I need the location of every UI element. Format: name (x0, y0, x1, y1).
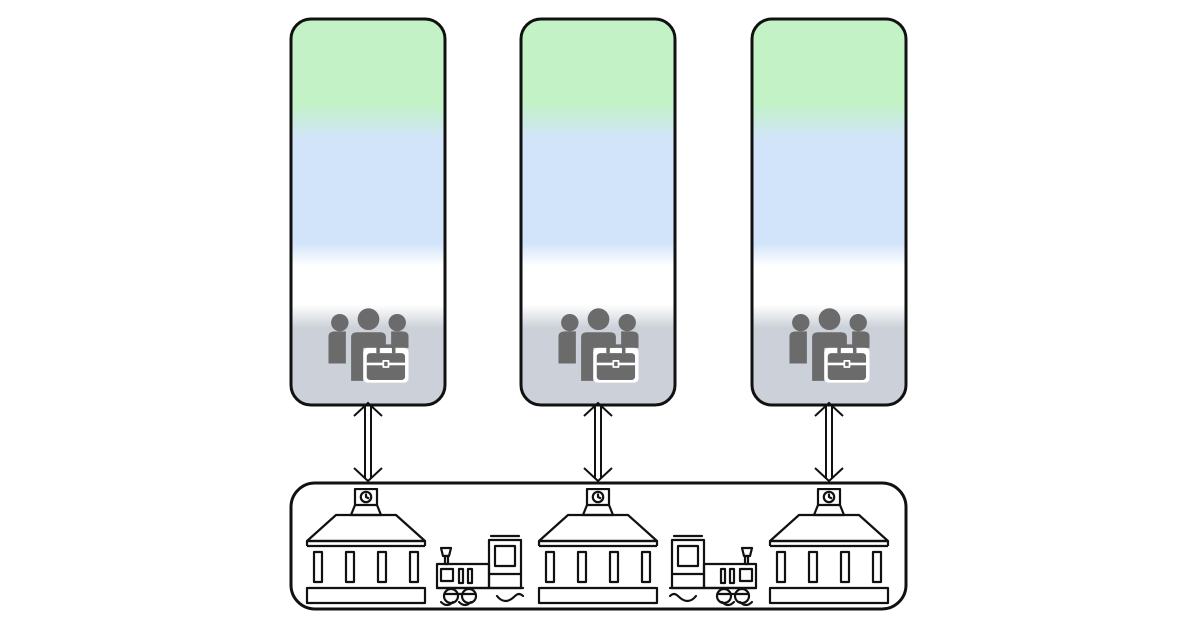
base-platform (289, 481, 908, 611)
column-2 (519, 17, 677, 407)
column-3 (750, 17, 908, 407)
connector-1-double-arrow-icon (353, 402, 383, 482)
connector-2-double-arrow-icon (583, 402, 613, 482)
column-1 (289, 17, 447, 407)
connector-3-double-arrow-icon (814, 402, 844, 482)
